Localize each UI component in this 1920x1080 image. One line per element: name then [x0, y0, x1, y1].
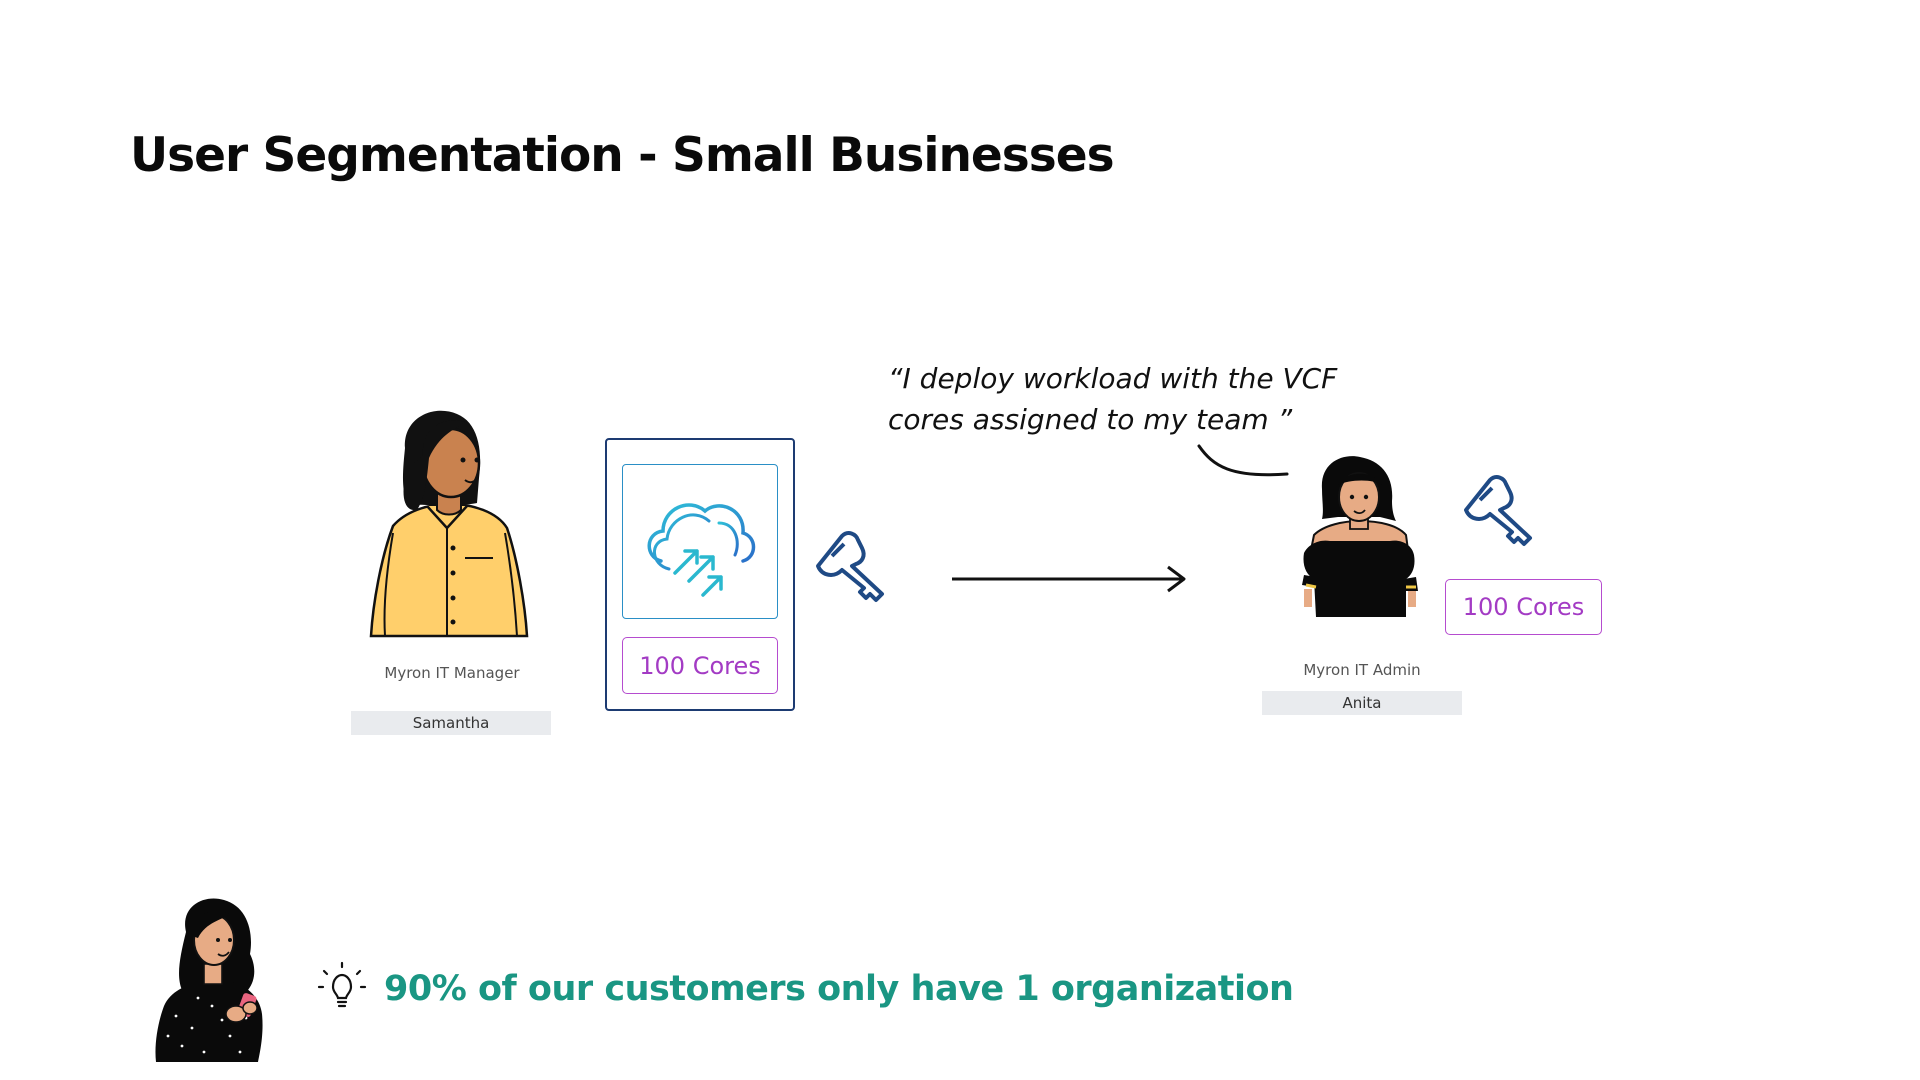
insight-text: 90% of our customers only have 1 organiz… — [384, 969, 1294, 1009]
quote-line-1: “I deploy workload with the VCF — [888, 362, 1338, 395]
cloud-arrows-icon — [647, 503, 756, 597]
product-card — [605, 438, 795, 711]
lightbulb-icon — [317, 961, 367, 1008]
manager-avatar — [369, 410, 529, 638]
admin-cores-badge: 100 Cores — [1445, 579, 1602, 635]
product-tile — [622, 464, 778, 619]
speech-tail — [1197, 444, 1289, 477]
page-title: User Segmentation - Small Businesses — [130, 128, 1115, 183]
key-icon — [1464, 475, 1532, 546]
presenter-avatar — [155, 898, 263, 1062]
manager-role: Myron IT Manager — [384, 664, 520, 682]
key-icon — [816, 531, 884, 602]
admin-avatar — [1302, 456, 1418, 617]
product-cores-badge: 100 Cores — [622, 637, 778, 694]
manager-name: Samantha — [351, 711, 551, 735]
admin-name: Anita — [1262, 691, 1462, 715]
admin-quote: “I deploy workload with the VCF cores as… — [888, 358, 1408, 440]
flow-arrow — [952, 565, 1186, 593]
admin-role: Myron IT Admin — [1303, 661, 1421, 679]
quote-line-2: cores assigned to my team ” — [888, 403, 1293, 436]
